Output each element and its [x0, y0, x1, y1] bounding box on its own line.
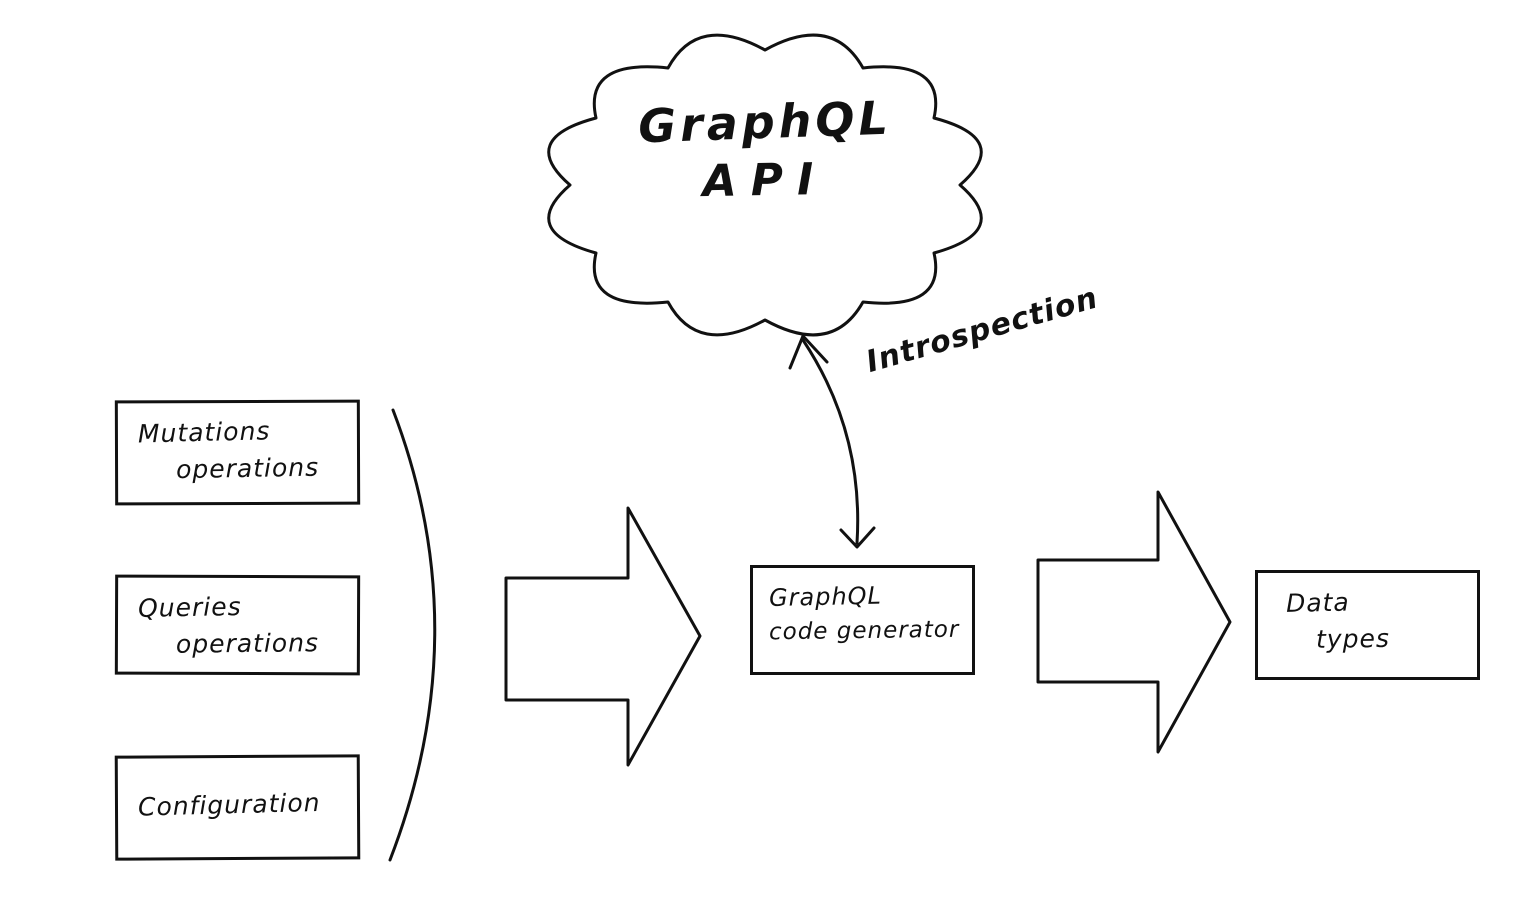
introspection-arrow-head-bottom	[839, 526, 876, 549]
graphql-code-generator-line1: GraphQL	[768, 581, 883, 612]
block-arrow-right	[1036, 490, 1232, 754]
configuration-box: Configuration	[114, 754, 361, 861]
graphql-api-label: GraphQL API	[600, 91, 930, 208]
group-bracket-curve	[388, 408, 437, 862]
graphql-code-generator-box: GraphQL code generator	[750, 565, 975, 675]
mutations-operations-line1: Mutations	[137, 416, 271, 449]
queries-operations-line1: Queries	[137, 592, 242, 623]
introspection-arrow-head-top	[788, 334, 829, 370]
mutations-operations-box: Mutations operations	[114, 399, 361, 506]
graphql-code-generator-line2: code generator	[768, 616, 960, 646]
introspection-arrow-line	[801, 338, 860, 545]
data-types-box: Data types	[1255, 570, 1480, 680]
graphql-api-label-line2: API	[702, 153, 828, 208]
mutations-operations-line2: operations	[175, 452, 320, 485]
queries-operations-box: Queries operations	[114, 574, 361, 676]
data-types-line2: types	[1315, 623, 1391, 654]
queries-operations-line2: operations	[175, 628, 320, 659]
data-types-line1: Data	[1285, 587, 1351, 618]
block-arrow-left	[504, 506, 702, 767]
graphql-api-label-line1: GraphQL	[637, 90, 893, 154]
configuration-line1: Configuration	[137, 787, 321, 822]
graphql-api-cloud	[547, 33, 983, 337]
